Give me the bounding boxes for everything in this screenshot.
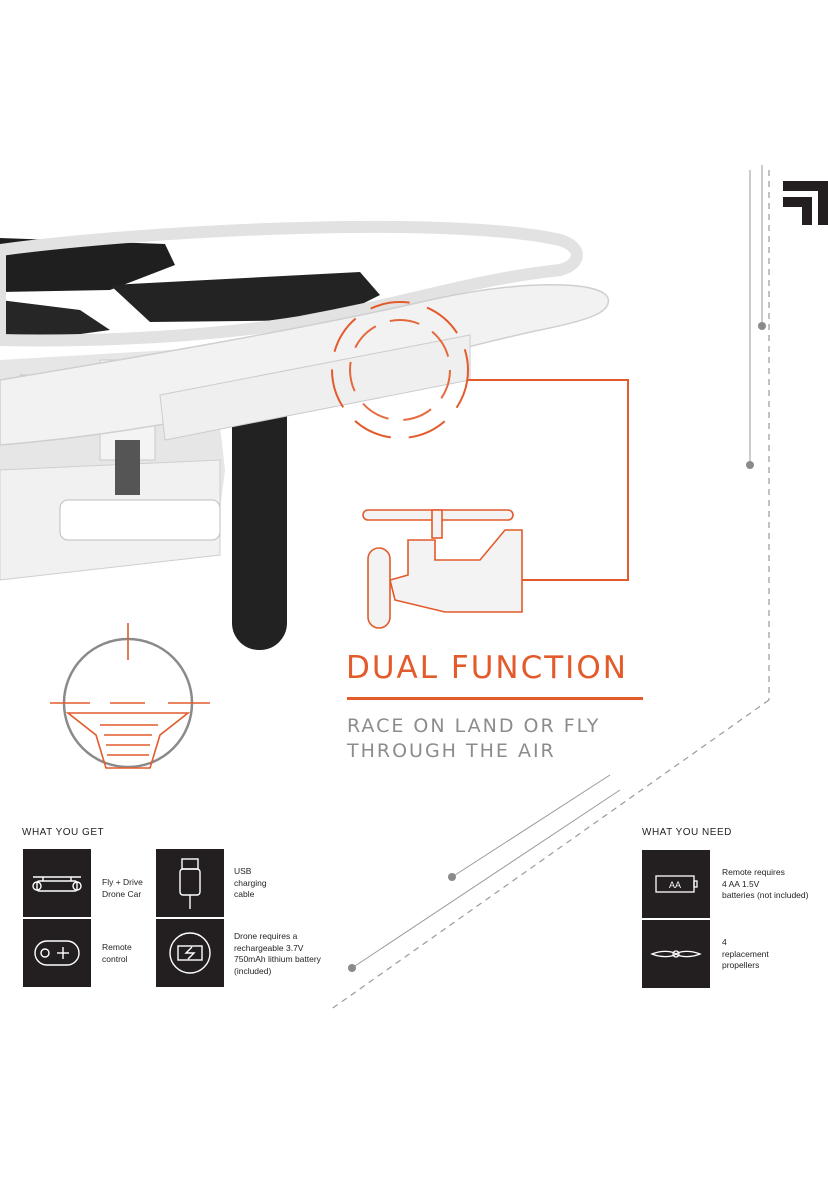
aa-battery-tile: AA (642, 850, 710, 918)
remote-control-tile (23, 919, 91, 987)
caption-line: Fly + Drive (102, 877, 143, 887)
corner-bracket-icon (783, 181, 828, 225)
caption-line: charging (234, 877, 267, 888)
subheadline-line-2: THROUGH THE AIR (347, 740, 556, 762)
caption-line: propellers (722, 960, 760, 970)
remote-control-icon (34, 940, 80, 966)
caption-line: 4 AA 1.5V (722, 878, 760, 889)
propeller-car-diagram (362, 509, 523, 629)
propeller-tile (642, 920, 710, 988)
caption-line: rechargeable 3.7V (234, 942, 304, 953)
caption-line: (included) (234, 965, 272, 976)
aa-battery-icon: AA (655, 875, 698, 893)
caption-line: Drone Car (102, 888, 142, 899)
subheadline: RACE ON LAND OR FLY THROUGH THE AIR (347, 714, 667, 764)
aa-battery-label: AA (669, 880, 681, 890)
caption-line: Remote requires (722, 867, 785, 877)
caption-line: batteries (not included) (722, 890, 809, 900)
zoom-circle-diagram (331, 301, 629, 581)
what-you-need-title: WHAT YOU NEED (642, 827, 732, 838)
caption-line: 4 (722, 937, 727, 947)
caption-line: Remote (102, 942, 132, 952)
caption-line: cable (234, 889, 255, 899)
solid-guide-lines (351, 165, 763, 969)
caption-line: control (102, 953, 128, 964)
battery-charge-tile (156, 919, 224, 987)
headline-underline (347, 697, 643, 700)
dashed-guide-lines (329, 170, 770, 1011)
usb-cable-caption: USB charging cable (234, 866, 267, 901)
caption-line: Drone requires a (234, 931, 298, 941)
usb-cable-icon (179, 858, 201, 909)
drone-car-caption: Fly + Drive Drone Car (102, 877, 143, 900)
remote-control-caption: Remote control (102, 942, 132, 965)
caption-line: replacement (722, 948, 769, 959)
headline: DUAL FUNCTION (346, 650, 628, 686)
battery-charge-icon (169, 932, 211, 974)
usb-cable-tile (156, 849, 224, 917)
drone-car-illustration (0, 220, 610, 650)
propeller-caption: 4 replacement propellers (722, 937, 769, 972)
guide-dots (348, 322, 766, 972)
what-you-get-title: WHAT YOU GET (22, 827, 105, 838)
battery-charge-caption: Drone requires a rechargeable 3.7V 750mA… (234, 931, 321, 977)
propeller-icon (650, 950, 702, 958)
subheadline-line-1: RACE ON LAND OR FLY (347, 715, 601, 737)
scope-diagram (50, 623, 210, 769)
caption-line: 750mAh lithium battery (234, 954, 321, 964)
caption-line: USB (234, 866, 252, 876)
drone-car-icon (32, 876, 82, 892)
drone-car-tile (23, 849, 91, 917)
aa-battery-caption: Remote requires 4 AA 1.5V batteries (not… (722, 867, 808, 902)
